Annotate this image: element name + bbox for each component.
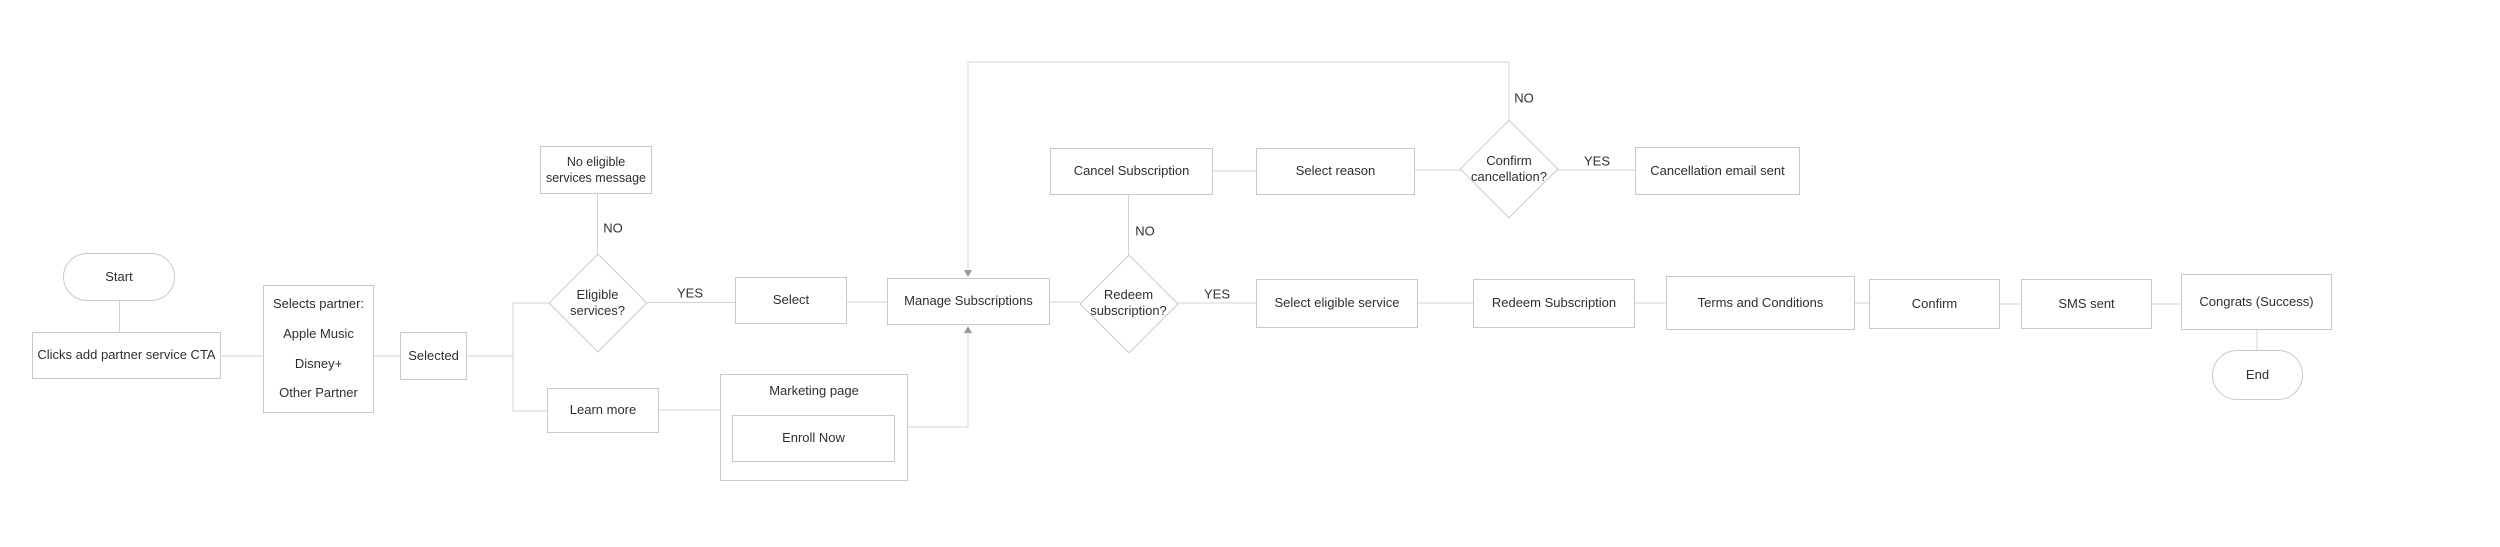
partner-option-apple-music: Apple Music [283, 325, 354, 341]
edge-label-confirm-cancel-no: NO [1512, 90, 1536, 106]
eligible-services-question: Eligible services? [570, 286, 625, 318]
arrowhead-into-manage-bottom [964, 326, 972, 333]
start-terminator: Start [63, 253, 175, 301]
end-terminator: End [2212, 350, 2303, 400]
sms-sent-label: SMS sent [2058, 295, 2115, 311]
congrats-success-node: Congrats (Success) [2181, 274, 2332, 330]
no-eligible-services-label: No eligible services message [545, 154, 647, 185]
select-eligible-service-node: Select eligible service [1256, 279, 1418, 328]
edge-label-eligible-no: NO [601, 220, 625, 236]
select-reason-node: Select reason [1256, 148, 1415, 195]
edge-label-redeem-no: NO [1133, 223, 1157, 239]
partner-option-disney: Disney+ [294, 355, 343, 371]
terms-and-conditions-label: Terms and Conditions [1697, 294, 1824, 310]
selected-label: Selected [408, 347, 459, 363]
edge-label-eligible-yes: YES [674, 285, 706, 301]
no-eligible-services-node: No eligible services message [540, 146, 652, 194]
congrats-success-label: Congrats (Success) [2199, 293, 2314, 309]
terms-and-conditions-node: Terms and Conditions [1666, 276, 1855, 330]
redeem-subscription-node: Redeem Subscription [1473, 279, 1635, 328]
confirm-node: Confirm [1869, 279, 2000, 329]
clicks-add-partner-cta-label: Clicks add partner service CTA [37, 347, 216, 363]
clicks-add-partner-cta-node: Clicks add partner service CTA [32, 332, 221, 379]
selected-node: Selected [400, 332, 467, 380]
confirm-label: Confirm [1911, 295, 1958, 311]
select-eligible-service-label: Select eligible service [1274, 295, 1400, 311]
sms-sent-node: SMS sent [2021, 279, 2152, 329]
cancel-subscription-label: Cancel Subscription [1073, 163, 1190, 179]
manage-subscriptions-label: Manage Subscriptions [904, 293, 1033, 309]
cancel-subscription-node: Cancel Subscription [1050, 148, 1213, 195]
selects-partner-node: Selects partner: Apple Music Disney+ Oth… [263, 285, 374, 413]
marketing-page-label: Marketing page [769, 383, 859, 398]
selects-partner-title: Selects partner: [272, 295, 365, 311]
enroll-now-node: Enroll Now [732, 415, 895, 462]
redeem-subscription-label: Redeem Subscription [1491, 295, 1617, 311]
confirm-cancellation-question: Confirm cancellation? [1471, 152, 1547, 184]
learn-more-label: Learn more [569, 402, 637, 418]
select-node: Select [735, 277, 847, 324]
edge-label-confirm-cancel-yes: YES [1581, 153, 1613, 169]
end-label: End [2245, 366, 2270, 382]
start-label: Start [105, 268, 133, 284]
manage-subscriptions-node: Manage Subscriptions [887, 278, 1050, 325]
cancellation-email-sent-node: Cancellation email sent [1635, 147, 1800, 195]
cancellation-email-sent-label: Cancellation email sent [1650, 162, 1785, 178]
redeem-subscription-question: Redeem subscription? [1090, 286, 1167, 318]
enroll-now-label: Enroll Now [782, 430, 845, 446]
edge-label-redeem-yes: YES [1201, 286, 1233, 302]
partner-option-other: Other Partner [279, 385, 358, 401]
learn-more-node: Learn more [547, 388, 659, 433]
select-reason-label: Select reason [1295, 163, 1376, 179]
arrowhead-into-manage-top [964, 270, 972, 277]
marketing-page-node: Marketing page Enroll Now [720, 374, 908, 481]
select-label: Select [772, 292, 810, 308]
